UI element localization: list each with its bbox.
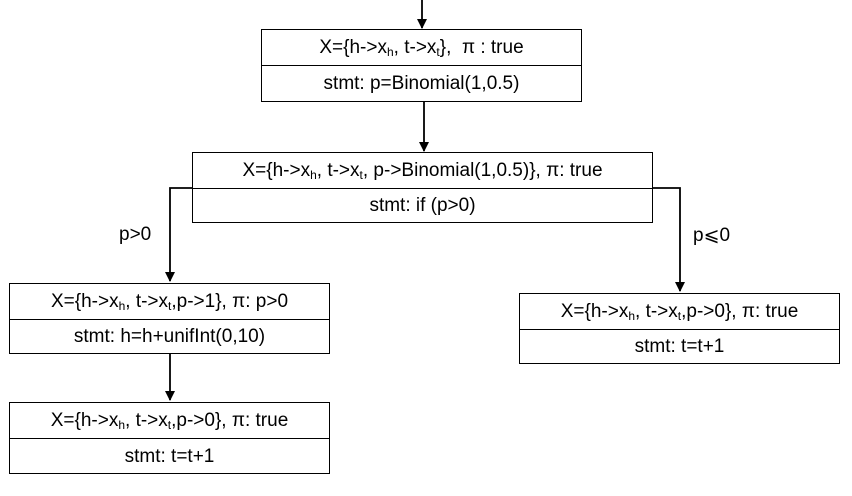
node-if-condition: X={h->xh, t->xt, p->Binomial(1,0.5)}, π:… (192, 152, 653, 223)
node-state: X={h->xh, t->xt, p->Binomial(1,0.5)}, π:… (193, 153, 652, 189)
node-state: X={h->xh, t->xt,p->0}, π: true (10, 403, 329, 439)
state-fragment: ,p->0}, π: true (681, 301, 799, 322)
node-state: X={h->xh, t->xt,p->1}, π: p>0 (10, 284, 329, 320)
node-statement: stmt: h=h+unifInt(0,10) (73, 326, 266, 347)
state-text: X={h->xh, t->xt,p->1}, π: p>0 (50, 291, 289, 313)
state-text: X={h->xh, t->xt,p->0}, π: true (560, 301, 799, 323)
state-text: X={h->xh, t->xt, p->Binomial(1,0.5)}, π:… (242, 160, 603, 182)
node-true-branch: X={h->xh, t->xt,p->1}, π: p>0 stmt: h=h+… (9, 283, 330, 354)
state-subscript: h (118, 418, 126, 432)
state-subscript: h (386, 45, 394, 59)
state-fragment: , t->x (125, 410, 168, 431)
state-fragment: X={h->x (560, 301, 629, 322)
node-statement: stmt: t=t+1 (124, 445, 215, 467)
state-fragment: ,p->1}, π: p>0 (171, 291, 289, 312)
state-fragment: , t->x (125, 291, 169, 312)
node-state: X={h->xh, t->xt}, π : true (262, 30, 581, 66)
state-fragment: X={h->x (242, 160, 311, 181)
state-fragment: X={h->x (50, 291, 119, 312)
node-false-branch-increment: X={h->xh, t->xt,p->0}, π: true stmt: t=t… (519, 293, 840, 364)
edge-node2-true-to-node3 (165, 187, 192, 282)
state-fragment: X={h->x (50, 410, 119, 431)
state-fragment: , t->x (316, 160, 360, 181)
edge-node2-false-to-node5 (652, 187, 685, 292)
node-statement: stmt: if (p>0) (369, 195, 476, 216)
state-subscript: t (677, 309, 682, 323)
state-subscript: t (167, 418, 172, 432)
state-subscript: t (436, 45, 440, 59)
state-subscript: h (628, 309, 636, 323)
node-true-branch-increment: X={h->xh, t->xt,p->0}, π: true stmt: t=t… (9, 402, 330, 474)
state-fragment: , p->Binomial(1,0.5)}, π: true (362, 160, 603, 181)
edge-label-false-branch: p⩽0 (693, 225, 731, 246)
state-fragment: , t->x (635, 301, 678, 322)
state-fragment: , t->x (393, 37, 437, 58)
state-fragment: ,p->0}, π: true (171, 410, 289, 431)
state-subscript: h (118, 299, 126, 313)
node-sample-binomial: X={h->xh, t->xt}, π : true stmt: p=Binom… (261, 29, 582, 102)
state-subscript: t (168, 299, 172, 313)
state-subscript: t (359, 168, 363, 182)
node-statement: stmt: t=t+1 (634, 336, 725, 357)
node-state: X={h->xh, t->xt,p->0}, π: true (520, 294, 839, 330)
state-text: X={h->xh, t->xt}, π : true (319, 37, 524, 59)
edge-label-true-branch: p>0 (119, 224, 152, 245)
node-statement: stmt: p=Binomial(1,0.5) (323, 73, 520, 94)
state-subscript: h (310, 168, 317, 182)
state-fragment: X={h->x (319, 37, 387, 58)
state-text: X={h->xh, t->xt,p->0}, π: true (50, 410, 289, 432)
state-fragment: }, π : true (439, 37, 524, 58)
